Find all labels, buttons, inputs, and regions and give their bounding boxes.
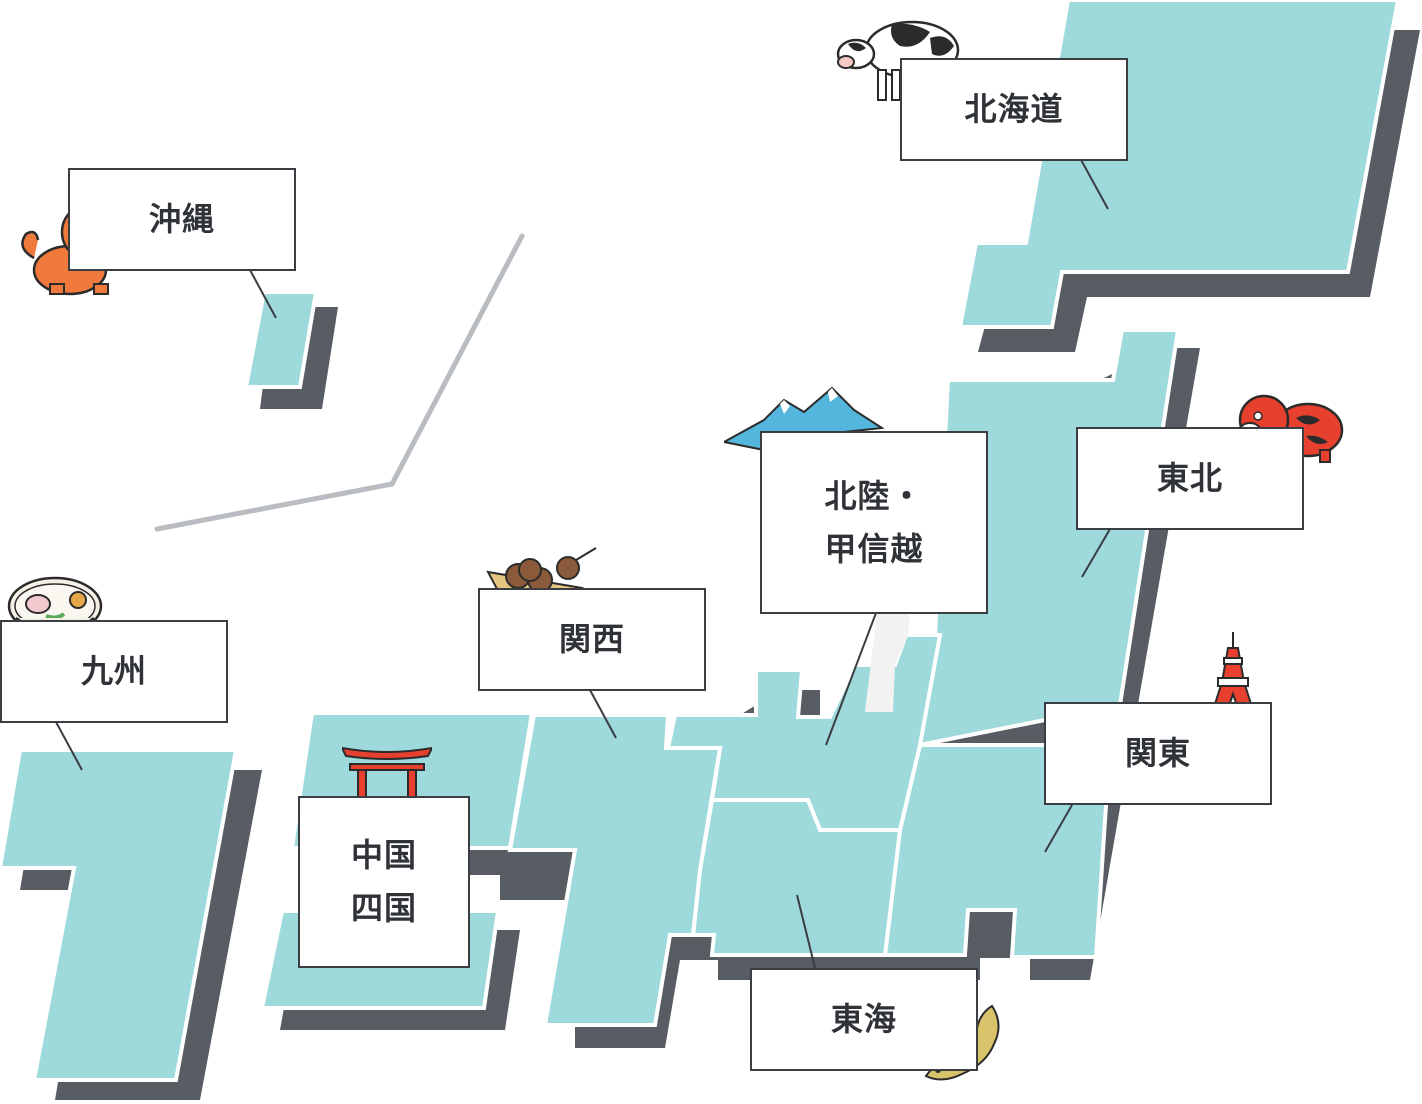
region-label-okinawa[interactable]: 沖縄 <box>68 168 296 271</box>
region-label-hokuriku-koshinetsu[interactable]: 北陸・ 甲信越 <box>760 431 988 614</box>
hokkaido-label: 北海道 <box>964 90 1064 129</box>
torii-gate-icon <box>342 746 432 819</box>
tokai-label: 東海 <box>830 1000 897 1039</box>
chugoku-label-line2: 四国 <box>350 889 417 927</box>
okinawa-inset-divider <box>154 233 525 532</box>
region-label-tokai[interactable]: 東海 <box>750 968 978 1071</box>
hokuriku-label-line2: 甲信越 <box>824 529 924 568</box>
kyushu-land <box>0 748 239 1082</box>
region-label-tohoku[interactable]: 東北 <box>1076 427 1304 530</box>
kansai-label: 関西 <box>558 620 625 659</box>
hokuriku-strip <box>865 612 910 712</box>
okinawa-land <box>243 290 319 389</box>
region-label-kanto[interactable]: 関東 <box>1044 702 1272 805</box>
region-label-chugoku-shikoku[interactable]: 中国 四国 <box>298 796 470 968</box>
chugoku-label-line1: 中国 <box>350 836 417 875</box>
region-label-hokkaido[interactable]: 北海道 <box>900 58 1128 161</box>
leader-lines <box>55 157 1111 969</box>
kyushu-label: 九州 <box>80 652 147 691</box>
region-label-kansai[interactable]: 関西 <box>478 588 706 691</box>
okinawa-label: 沖縄 <box>148 200 215 239</box>
kansai-land <box>507 713 723 1027</box>
region-label-kyushu[interactable]: 九州 <box>0 620 228 723</box>
kanto-label: 関東 <box>1124 734 1191 773</box>
hokuriku-label-line1: 北陸・ <box>824 476 924 515</box>
tohoku-label: 東北 <box>1156 459 1223 498</box>
